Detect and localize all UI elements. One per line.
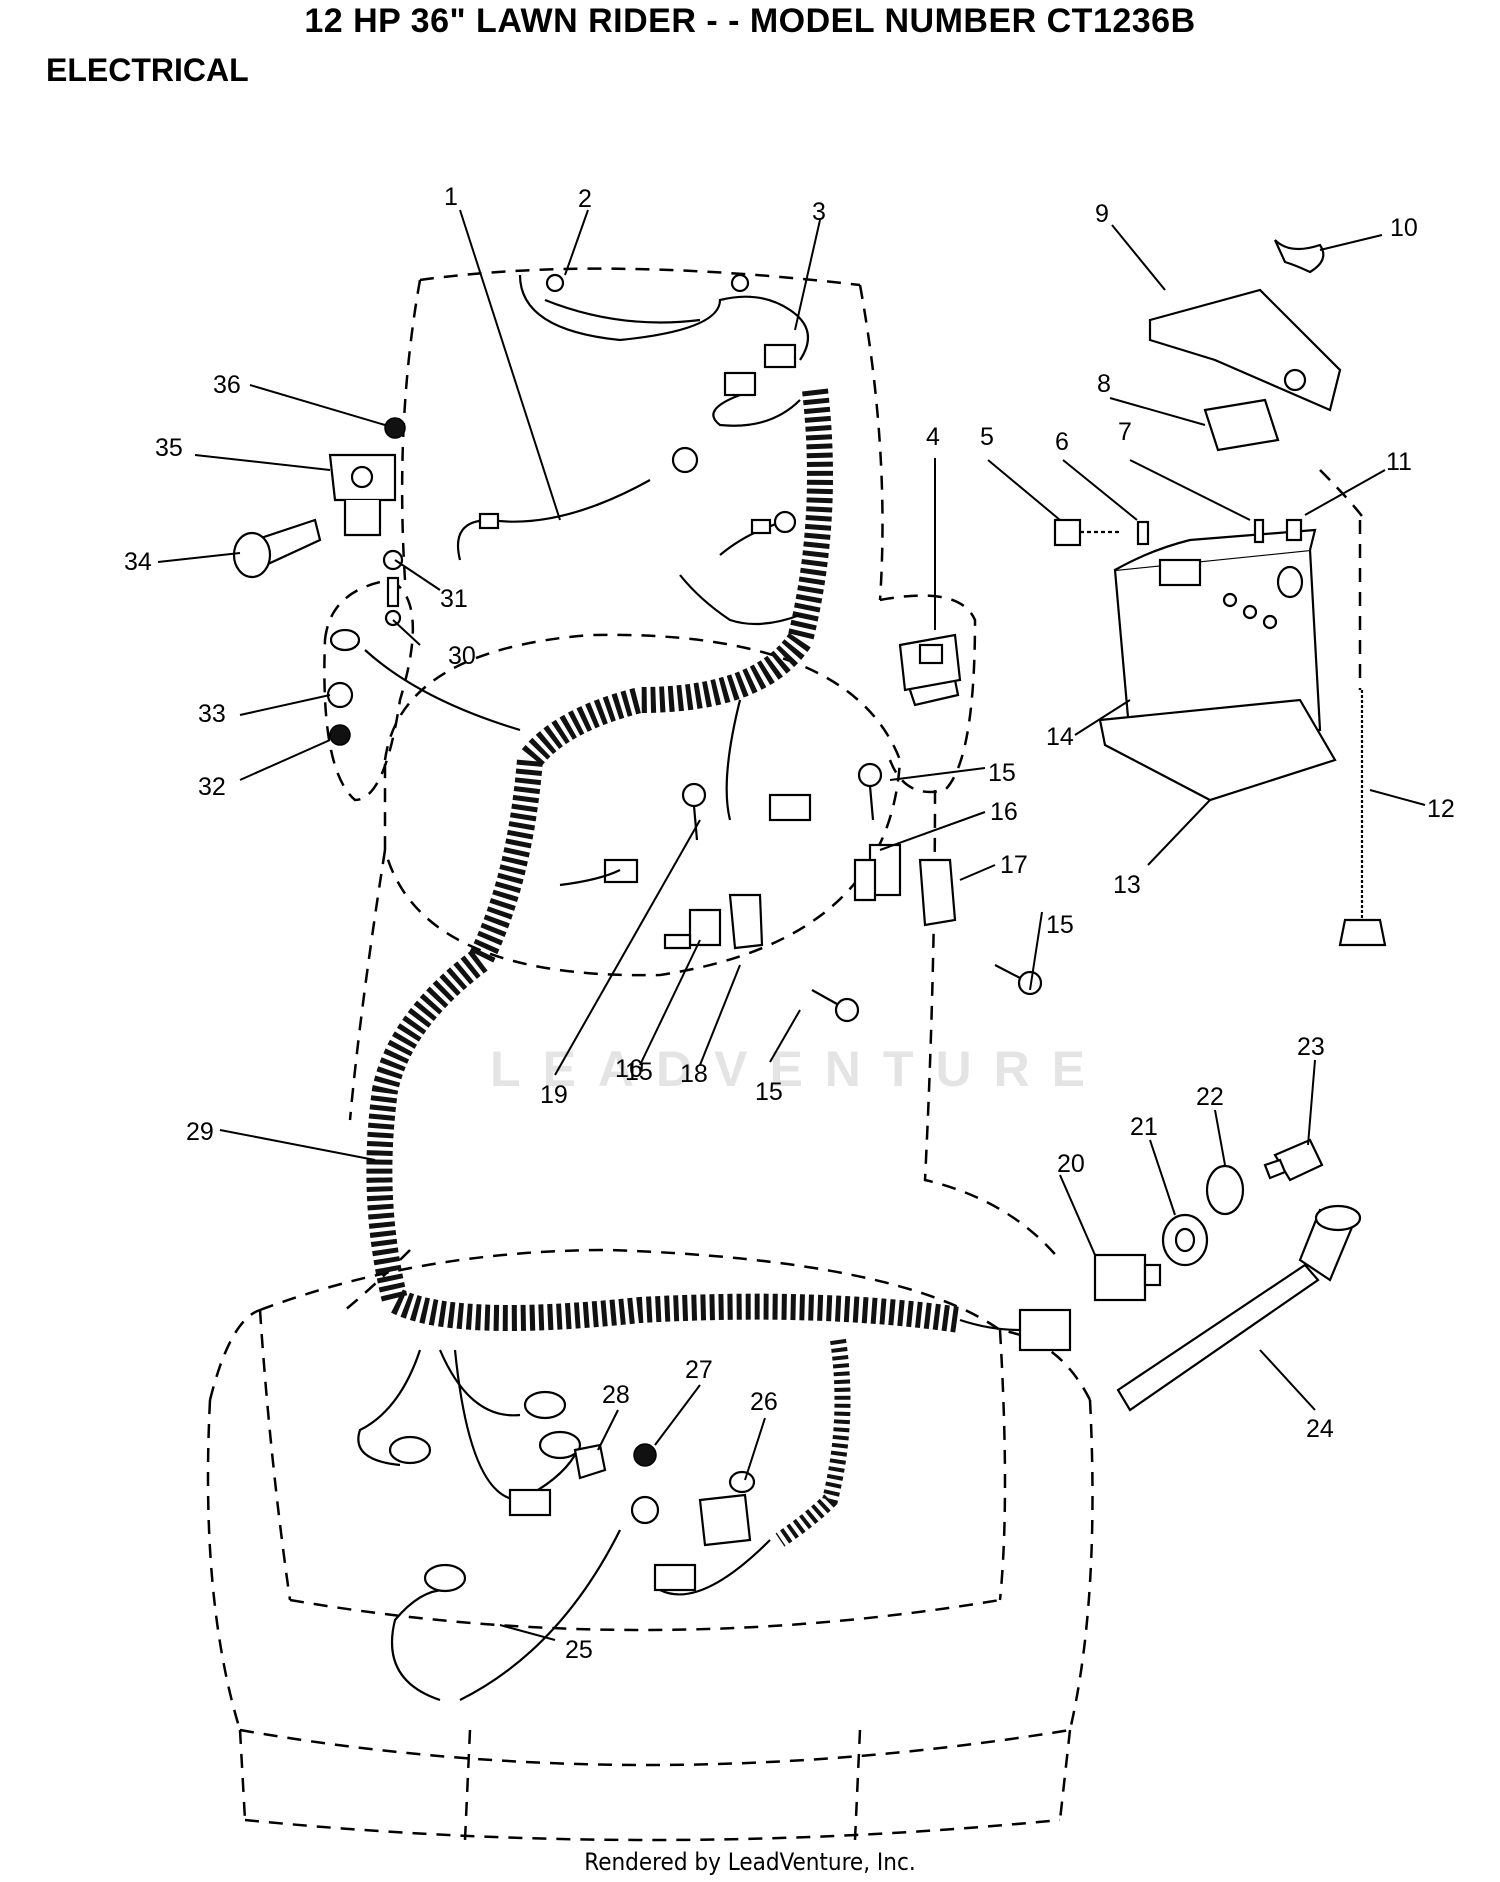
callout-32: 32 [198, 773, 226, 801]
callout-6: 6 [1055, 428, 1069, 456]
callout-22: 22 [1196, 1083, 1224, 1111]
callout-5: 5 [980, 423, 994, 451]
callout-25: 25 [565, 1636, 593, 1664]
battery-assembly [1053, 239, 1387, 947]
coiled-wire-harness [366, 388, 962, 1547]
callout-12: 12 [1427, 795, 1455, 823]
callout-14: 14 [1046, 723, 1074, 751]
callout-24: 24 [1306, 1415, 1334, 1443]
callout-13: 13 [1113, 871, 1141, 899]
callout-36: 36 [213, 371, 241, 399]
callout-4: 4 [926, 423, 940, 451]
rocker-switch [898, 633, 962, 707]
callout-35: 35 [155, 434, 183, 462]
callout-31: 31 [440, 585, 468, 613]
callout-2: 2 [578, 185, 592, 213]
callout-18: 18 [680, 1060, 708, 1088]
callout-16b: 16 [615, 1055, 643, 1083]
section-label: ELECTRICAL [46, 52, 249, 88]
callout-30: 30 [448, 642, 476, 670]
interlock-switches [559, 699, 1043, 1023]
page-title: 12 HP 36" LAWN RIDER - - MODEL NUMBER CT… [304, 2, 1196, 40]
callout-numbers: 1 2 3 4 5 6 7 8 9 10 11 12 13 14 15 15 1… [124, 183, 1455, 1664]
leader-lines [157, 209, 1426, 1641]
callout-8: 8 [1097, 370, 1111, 398]
footer-credit: Rendered by LeadVenture, Inc. [584, 1848, 916, 1876]
callout-21: 21 [1130, 1113, 1158, 1141]
lower-wiring [357, 1349, 771, 1702]
callout-20: 20 [1057, 1150, 1085, 1178]
callout-9: 9 [1095, 200, 1109, 228]
callout-11: 11 [1386, 448, 1412, 476]
watermark-text: LEADVENTURE [490, 1041, 1108, 1097]
callout-15a: 15 [988, 759, 1016, 787]
callout-33: 33 [198, 700, 226, 728]
callout-26: 26 [750, 1388, 778, 1416]
callout-23: 23 [1297, 1033, 1325, 1061]
callout-16a: 16 [990, 798, 1018, 826]
callout-34: 34 [124, 548, 152, 576]
callout-3: 3 [812, 198, 826, 226]
callout-29: 29 [186, 1118, 214, 1146]
callout-15b: 15 [1046, 911, 1074, 939]
callout-10: 10 [1390, 214, 1418, 242]
callout-27: 27 [685, 1356, 713, 1384]
callout-17: 17 [1000, 851, 1028, 879]
upper-wiring [456, 273, 810, 626]
callout-19: 19 [540, 1081, 568, 1109]
callout-1: 1 [444, 183, 458, 211]
callout-15d: 15 [625, 1058, 653, 1086]
tractor-outline [206, 267, 1366, 1842]
callout-7: 7 [1118, 418, 1132, 446]
callout-28: 28 [602, 1381, 630, 1409]
ignition-parts [959, 1138, 1362, 1412]
callout-15c: 15 [755, 1078, 783, 1106]
left-terminal-parts [232, 417, 521, 746]
